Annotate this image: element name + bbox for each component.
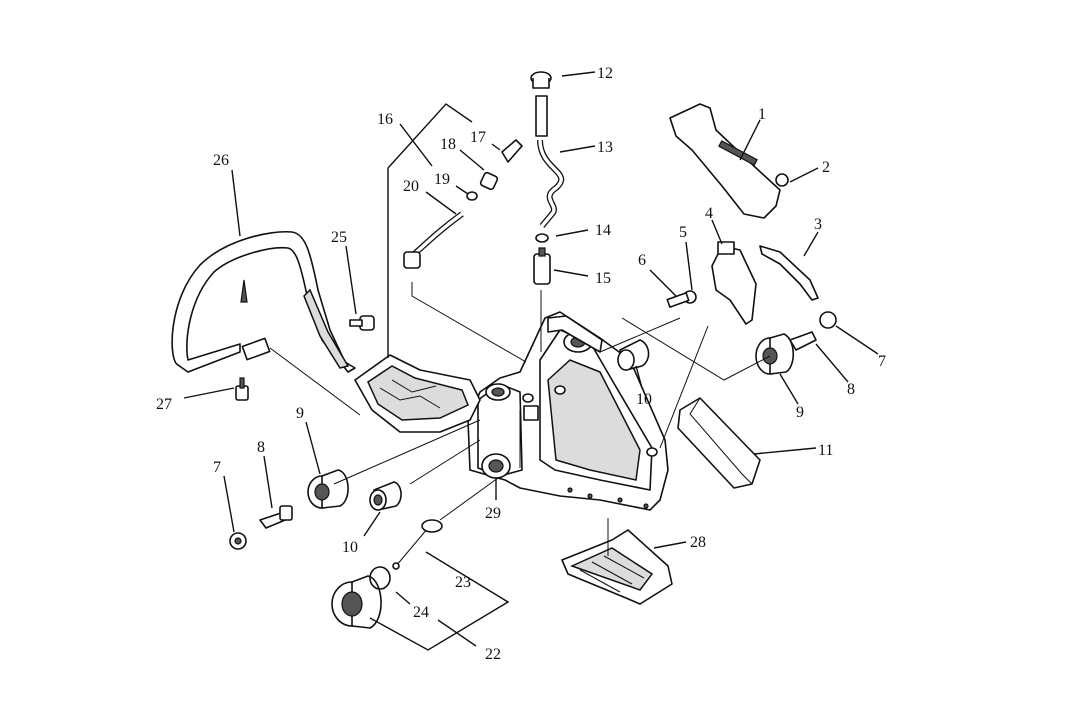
callout-23: 23	[455, 574, 471, 591]
front-handle-bar	[171, 230, 361, 416]
callout-3: 3	[814, 216, 822, 233]
callout-22: 22	[485, 646, 501, 663]
callout-19: 19	[434, 171, 450, 188]
right-side-parts	[599, 103, 837, 489]
fuel-cap-group	[331, 453, 511, 629]
callout-18: 18	[440, 136, 456, 153]
callout-29: 29	[485, 505, 501, 522]
callout-5: 5	[679, 224, 687, 241]
callout-25: 25	[331, 229, 347, 246]
bottom-plate	[561, 518, 673, 605]
fuel-line-group	[403, 139, 527, 363]
callout-13: 13	[597, 139, 613, 156]
assembly-lines	[333, 410, 521, 521]
callout-24: 24	[413, 604, 429, 621]
left-side-parts	[229, 315, 402, 550]
callout-6: 6	[638, 252, 646, 269]
callout-8-left: 8	[257, 439, 265, 456]
callout-15: 15	[595, 270, 611, 287]
callout-14: 14	[595, 222, 611, 239]
callout-4: 4	[705, 205, 713, 222]
callout-26: 26	[213, 152, 229, 169]
callout-28: 28	[690, 534, 706, 551]
callout-11: 11	[818, 442, 833, 459]
callout-20: 20	[403, 178, 419, 195]
handle-bracket	[354, 354, 481, 433]
callout-27: 27	[156, 396, 172, 413]
callout-2: 2	[822, 159, 830, 176]
callout-labels: 1 2 3 4 5 6 7 8 9 10 11 12 13 14 15 16 1…	[156, 65, 886, 663]
callout-17: 17	[470, 129, 486, 146]
callout-1: 1	[758, 106, 766, 123]
callout-8-right: 8	[847, 381, 855, 398]
leader-lines	[183, 71, 879, 651]
callout-16: 16	[377, 111, 393, 128]
callout-7-right: 7	[878, 353, 886, 370]
callout-9-right: 9	[796, 404, 804, 421]
callout-7-left: 7	[213, 459, 221, 476]
callout-12: 12	[597, 65, 613, 82]
oil-line-stack	[530, 71, 565, 352]
callout-10-left: 10	[342, 539, 358, 556]
callout-9-left: 9	[296, 405, 304, 422]
callout-10-right: 10	[636, 391, 652, 408]
